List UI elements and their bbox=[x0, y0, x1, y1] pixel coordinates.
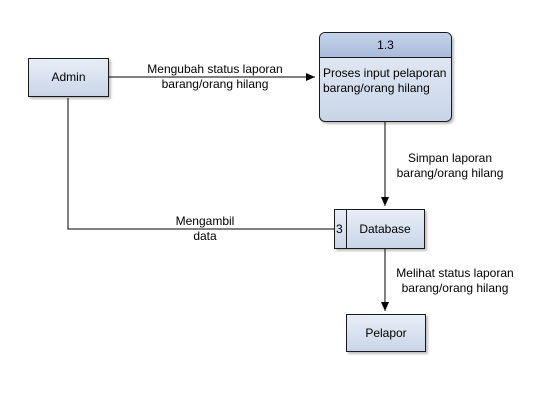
process-id: 1.3 bbox=[320, 33, 451, 58]
flow-label-database-to-admin: Mengambil data bbox=[160, 214, 250, 244]
process-label-line1: Proses input pelaporan bbox=[323, 66, 447, 80]
datastore-label: Database bbox=[359, 222, 411, 236]
flow-label-process-to-database: Simpan laporan barang/orang hilang bbox=[390, 151, 510, 181]
flow-label-database-to-admin-line1: Mengambil bbox=[175, 214, 235, 228]
database-datastore[interactable]: 3 Database bbox=[334, 209, 425, 249]
flow-label-process-to-database-line2: barang/orang hilang bbox=[396, 166, 504, 180]
admin-entity-label: Admin bbox=[51, 70, 86, 84]
flow-label-database-to-pelapor: Melihat status laporan barang/orang hila… bbox=[385, 266, 525, 296]
datastore-id: 3 bbox=[336, 222, 343, 236]
admin-entity[interactable]: Admin bbox=[28, 58, 109, 97]
datastore-id-divider bbox=[346, 210, 347, 248]
flow-label-process-to-database-line1: Simpan laporan bbox=[407, 151, 493, 165]
flow-label-database-to-pelapor-line2: barang/orang hilang bbox=[401, 281, 509, 295]
flow-label-admin-to-process-line2: barang/orang hilang bbox=[161, 77, 269, 91]
pelapor-entity-label: Pelapor bbox=[365, 326, 407, 340]
flow-database-to-admin-line bbox=[67, 98, 334, 230]
process-label-line2: barang/orang hilang bbox=[323, 81, 430, 95]
pelapor-entity[interactable]: Pelapor bbox=[346, 314, 426, 352]
flow-label-admin-to-process: Mengubah status laporan barang/orang hil… bbox=[140, 62, 290, 92]
flow-label-admin-to-process-line1: Mengubah status laporan bbox=[147, 62, 283, 76]
process-1-3[interactable]: 1.3 Proses input pelaporan barang/orang … bbox=[319, 32, 452, 122]
flow-label-database-to-pelapor-line1: Melihat status laporan bbox=[396, 266, 514, 280]
flow-label-database-to-admin-line2: data bbox=[193, 229, 217, 243]
